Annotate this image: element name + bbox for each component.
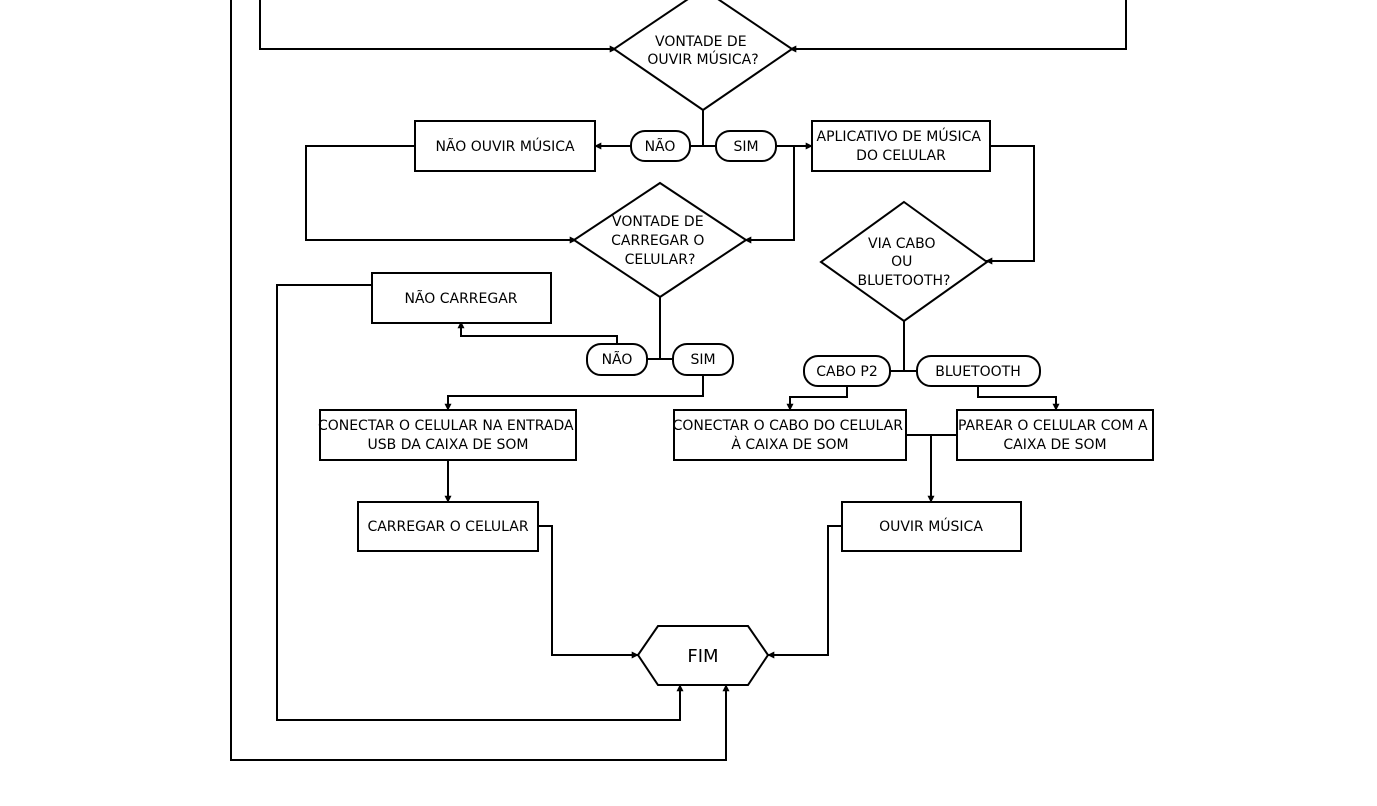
connector-charge-to-end	[538, 525, 639, 659]
svg-text:CONECTAR O CELULAR NA ENTRADA: CONECTAR O CELULAR NA ENTRADA USB DA CAI…	[318, 418, 578, 453]
svg-text:NÃO: NÃO	[602, 351, 633, 368]
svg-text:FIM: FIM	[687, 646, 718, 667]
svg-text:SIM: SIM	[733, 139, 758, 155]
svg-text:NÃO OUVIR MÚSICA: NÃO OUVIR MÚSICA	[435, 137, 575, 155]
process-connect-cable: CONECTAR O CABO DO CELULAR À CAIXA DE SO…	[673, 409, 908, 461]
connector-cable	[786, 386, 848, 411]
svg-text:VONTADE DE OUVIR MÚSICA?: VONTADE DE OUVIR MÚSICA?	[647, 34, 758, 68]
svg-text:VONTADE DE CARREGAR O: VONTADE DE CARREGAR O CELULAR?	[611, 214, 709, 268]
process-pair-bluetooth: PAREAR O CELULAR COM A CAIXA DE SOM	[956, 409, 1154, 461]
branch-charge-no: NÃO	[586, 343, 648, 376]
process-no-music: NÃO OUVIR MÚSICA	[414, 120, 596, 172]
connector-loop-left	[259, 0, 617, 53]
decision-connection: VIA CABO OU BLUETOOTH?	[819, 200, 989, 323]
svg-text:APLICATIVO DE MÚSICA DO: APLICATIVO DE MÚSICA DO CELULAR	[817, 127, 986, 164]
process-connect-usb: CONECTAR O CELULAR NA ENTRADA USB DA CAI…	[318, 409, 578, 461]
connector-no-music-to-charge	[305, 145, 577, 244]
connector-outer-to-end	[230, 0, 730, 761]
branch-bluetooth: BLUETOOTH	[916, 355, 1041, 387]
connector-nocharge-to-end	[276, 284, 684, 721]
terminal-end: FIM	[636, 625, 770, 686]
svg-text:NÃO CARREGAR: NÃO CARREGAR	[404, 290, 517, 307]
svg-text:VIA CABO OU BLUETO: VIA CABO OU BLUETOOTH?	[858, 236, 951, 289]
decision-charge: VONTADE DE CARREGAR O CELULAR?	[572, 181, 748, 299]
svg-text:OUVIR MÚSICA: OUVIR MÚSICA	[879, 517, 983, 535]
connector-charge-no	[457, 321, 618, 344]
svg-text:CONECTAR O CABO DO CELULAR: CONECTAR O CABO DO CELULAR À CAIXA DE SO…	[673, 418, 908, 453]
branch-cable: CABO P2	[803, 355, 891, 387]
branch-music-no: NÃO	[630, 130, 691, 162]
process-charge-phone: CARREGAR O CELULAR	[357, 501, 539, 552]
svg-text:CABO P2: CABO P2	[816, 364, 878, 380]
decision-music: VONTADE DE OUVIR MÚSICA?	[612, 0, 794, 112]
connectors	[230, 0, 1127, 761]
svg-text:SIM: SIM	[690, 352, 715, 368]
connector-charge-yes	[444, 375, 704, 411]
svg-text:PAREAR O CELULAR COM A C: PAREAR O CELULAR COM A CAIXA DE SOM	[958, 418, 1152, 453]
connector-yes-to-charge	[744, 146, 795, 244]
svg-text:CARREGAR O CELULAR: CARREGAR O CELULAR	[367, 519, 528, 535]
connector-app-to-connection	[985, 145, 1035, 265]
connector-listen-to-end	[767, 525, 842, 659]
process-listen-music: OUVIR MÚSICA	[841, 501, 1022, 552]
branch-charge-yes: SIM	[672, 343, 734, 376]
connector-bluetooth	[977, 386, 1060, 411]
process-music-app: APLICATIVO DE MÚSICA DO CELULAR	[811, 120, 991, 172]
svg-text:NÃO: NÃO	[645, 138, 676, 155]
process-no-charge: NÃO CARREGAR	[371, 272, 552, 324]
svg-text:BLUETOOTH: BLUETOOTH	[935, 364, 1020, 380]
branch-music-yes: SIM	[715, 130, 777, 162]
connector-loop-right	[789, 0, 1127, 53]
